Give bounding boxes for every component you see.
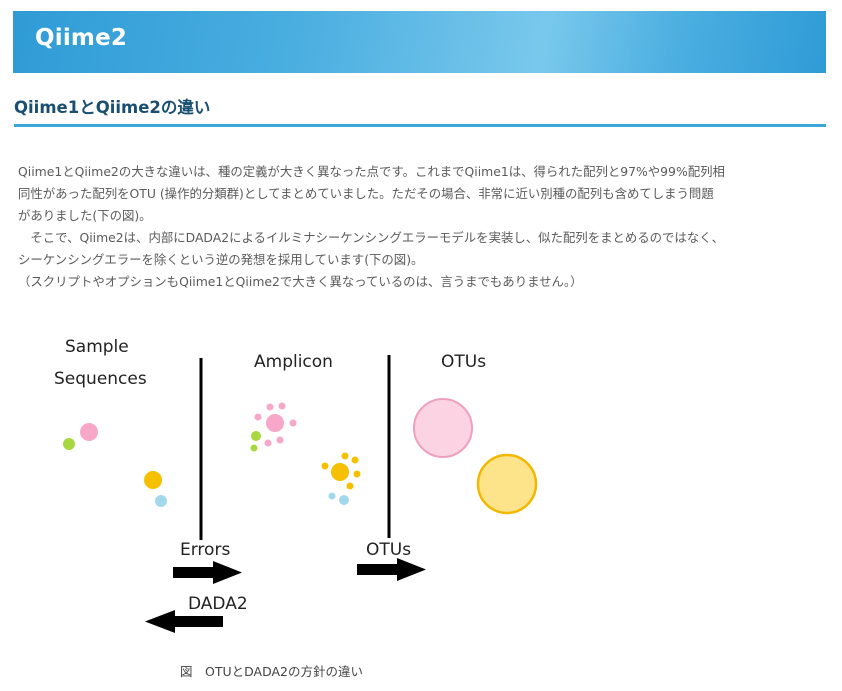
body-line: そこで、Qiime2は、内部にDADA2によるイルミナシーケンシングエラーモデル…	[18, 230, 724, 245]
dada2-arrow-left	[145, 610, 223, 633]
page-title: Qiime2	[35, 25, 128, 51]
label-otus-bottom: OTUs	[366, 540, 411, 560]
page-title-banner: Qiime2	[13, 11, 826, 73]
body-line: がありました(下の図)。	[18, 208, 152, 223]
label-errors: Errors	[180, 540, 230, 560]
label-sample: Sample	[65, 337, 129, 357]
amplicon-cluster-yellow	[321, 452, 361, 505]
body-line: シーケンシングエラーを除くという逆の発想を採用しています(下の図)。	[18, 252, 424, 267]
otu-circle-yellow	[476, 453, 538, 515]
body-line: 同性があった配列をOTU (操作的分類群)としてまとめていました。ただその場合、…	[18, 186, 714, 201]
errors-arrow-right	[173, 561, 242, 584]
sample-dot-blue	[155, 495, 167, 507]
body-line: （スクリプトやオプションもQiime1とQiime2で大きく異なっているのは、言…	[18, 274, 583, 289]
label-otus-top: OTUs	[441, 352, 486, 372]
label-dada2: DADA2	[188, 594, 248, 614]
otu-circle-pink	[413, 398, 473, 458]
sample-dot-pink	[80, 423, 98, 441]
otus-arrow-right	[357, 558, 426, 581]
figure-caption: 図 OTUとDADA2の方針の違い	[180, 664, 363, 679]
body-line: Qiime1とQiime2の大きな違いは、種の定義が大きく異なった点です。これま…	[18, 164, 725, 179]
section-heading-text: Qiime1とQiime2の違い	[14, 98, 211, 117]
sample-dot-green	[63, 438, 75, 450]
label-sequences: Sequences	[54, 369, 147, 389]
amplicon-cluster-pink	[250, 402, 297, 452]
sample-dot-yellow	[144, 471, 162, 489]
body-paragraph: Qiime1とQiime2の大きな違いは、種の定義が大きく異なった点です。これま…	[18, 161, 830, 293]
label-amplicon: Amplicon	[254, 352, 333, 372]
section-heading: Qiime1とQiime2の違い	[14, 96, 826, 127]
